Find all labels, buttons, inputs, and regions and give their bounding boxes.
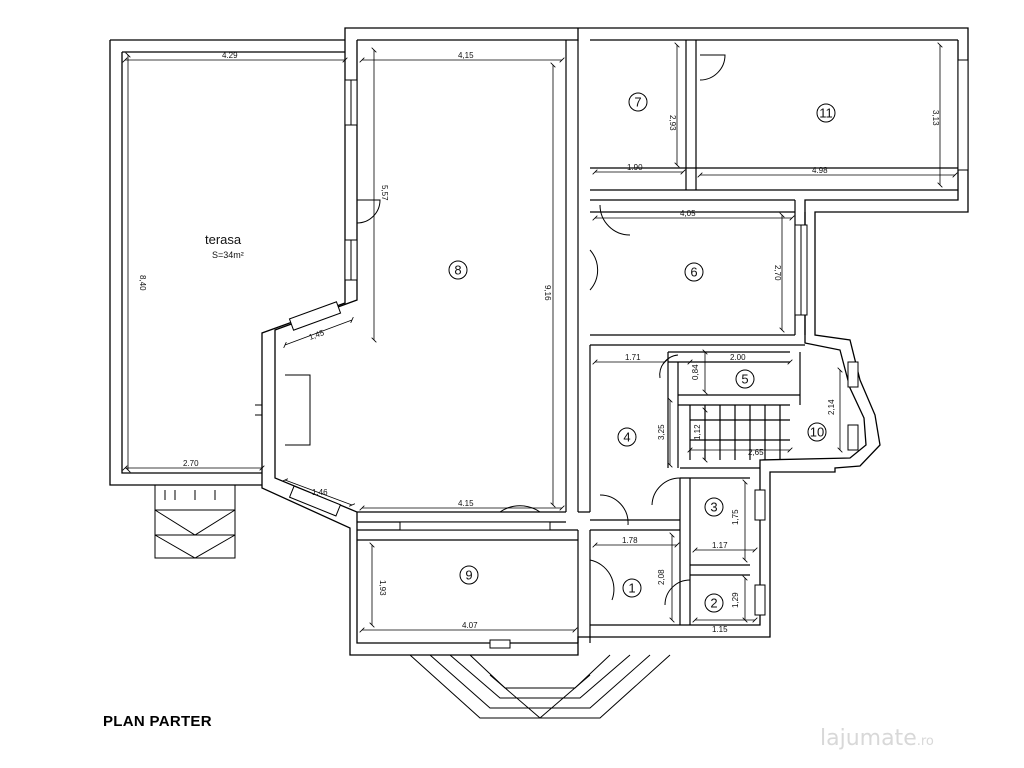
dim-r6-width: 4,05 (680, 209, 696, 218)
dim-terasa-top: 4.29 (222, 51, 238, 60)
dimension-labels: 4.29 8,40 2.70 4,15 9,16 5,57 4.15 1,45 … (138, 51, 940, 634)
dim-r1-height: 2,08 (657, 569, 666, 585)
room-number-labels: 1 2 3 4 5 6 7 8 9 10 11 (454, 95, 832, 611)
dim-terasa-bottom: 2.70 (183, 459, 199, 468)
dim-r2-width: 1.15 (712, 625, 728, 634)
dim-stair-height: 1,12 (693, 424, 702, 440)
dim-r9-width: 4.07 (462, 621, 478, 630)
terrace-steps (154, 485, 236, 559)
room-8-label: 8 (454, 263, 461, 278)
watermark: lajumate.ro (820, 726, 934, 751)
plan-title: PLAN PARTER (103, 713, 212, 730)
room-2-label: 2 (710, 596, 717, 611)
dim-bay-bottom: 1.46 (312, 488, 328, 497)
room-9-label: 9 (465, 568, 472, 583)
dim-r2-height: 1,29 (731, 592, 740, 608)
terrace-label: terasa (205, 232, 242, 247)
interior-walls (357, 40, 958, 643)
dim-r11-width: 4.98 (812, 166, 828, 175)
dim-stair-width: 2,65 (748, 448, 764, 457)
dim-r6-height: 2,70 (773, 265, 782, 281)
room-1-label: 1 (628, 581, 635, 596)
dim-hall-width: 1.71 (625, 353, 641, 362)
room-7-label: 7 (634, 95, 641, 110)
dim-r7-height: 2,93 (668, 115, 677, 131)
room-4-label: 4 (623, 430, 630, 445)
dim-terasa-height: 8,40 (138, 275, 147, 291)
bay-details (255, 374, 311, 446)
front-steps (409, 654, 671, 719)
watermark-suffix: .ro (916, 734, 934, 749)
dim-r5-height: 0,84 (691, 364, 700, 380)
room-5-label: 5 (741, 372, 748, 387)
dim-r4-height: 3,25 (657, 424, 666, 440)
outer-walls (109, 27, 969, 656)
room-numbers (448, 92, 836, 613)
dim-r1-width: 1.78 (622, 536, 638, 545)
room-6-label: 6 (690, 265, 697, 280)
room-11-label: 11 (819, 106, 833, 121)
room-10-label: 10 (810, 425, 824, 440)
dim-r7-width: 1.90 (627, 163, 643, 172)
dim-r8-partial: 5,57 (380, 185, 389, 201)
dim-r8-top: 4,15 (458, 51, 474, 60)
terrace-area: S=34m² (212, 250, 244, 260)
watermark-text: lajumate (820, 726, 917, 751)
dim-bay-top: 1,45 (308, 328, 326, 342)
dim-r3-width: 1.17 (712, 541, 728, 550)
dim-r10-height: 2,14 (827, 399, 836, 415)
dim-r8-height: 9,16 (543, 285, 552, 301)
dim-r11-height: 3,13 (931, 110, 940, 126)
dim-r5-width: 2.00 (730, 353, 746, 362)
dim-r8-bottom: 4.15 (458, 499, 474, 508)
dimension-lines (125, 45, 955, 630)
dim-r3-height: 1,75 (731, 509, 740, 525)
room-3-label: 3 (710, 500, 717, 515)
dim-r9-height: 1,93 (378, 580, 387, 596)
